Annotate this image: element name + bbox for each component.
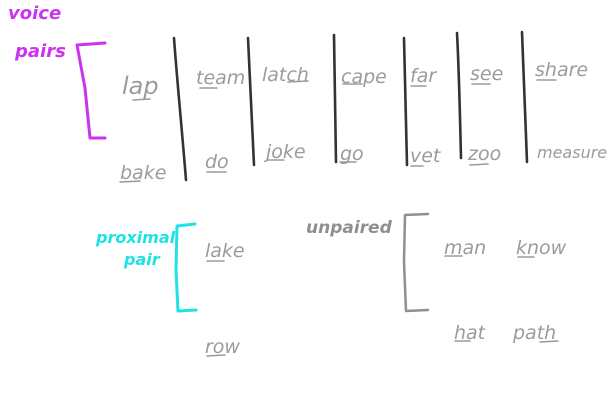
word-hat: hat [454,322,486,344]
column-divider-1 [172,36,188,182]
column-divider-3 [332,33,338,164]
word-latch: latch [262,64,309,86]
proximal-pair-bracket [174,222,198,313]
word-zoo: zoo [468,143,502,165]
proximal-label: proximal [96,228,176,247]
word-cape: cape [341,66,387,88]
word-vet: vet [410,145,441,167]
column-divider-5 [455,31,463,160]
word-team: team [196,67,246,89]
pairs-label: pairs [15,41,66,62]
pair-label: pair [124,250,160,269]
word-bake: bake [120,162,167,184]
word-man: man [444,237,487,259]
word-measure: measure [537,143,608,162]
voice-pairs-bracket [75,41,107,140]
column-divider-2 [246,36,256,167]
unpaired-bracket [402,212,430,313]
word-far: far [410,65,437,87]
word-do: do [205,151,229,173]
unpaired-label: unpaired [306,218,392,238]
word-see: see [470,63,504,85]
word-lake: lake [205,240,245,262]
word-know: know [516,237,567,259]
word-go: go [340,143,364,165]
word-joke: joke [266,141,306,163]
word-row: row [205,336,240,358]
column-divider-6 [520,30,529,164]
voice-label: voice [8,3,62,24]
word-share: share [535,59,589,81]
word-path: path [513,322,557,344]
word-lap: lap [122,72,159,100]
column-divider-4 [402,36,409,167]
